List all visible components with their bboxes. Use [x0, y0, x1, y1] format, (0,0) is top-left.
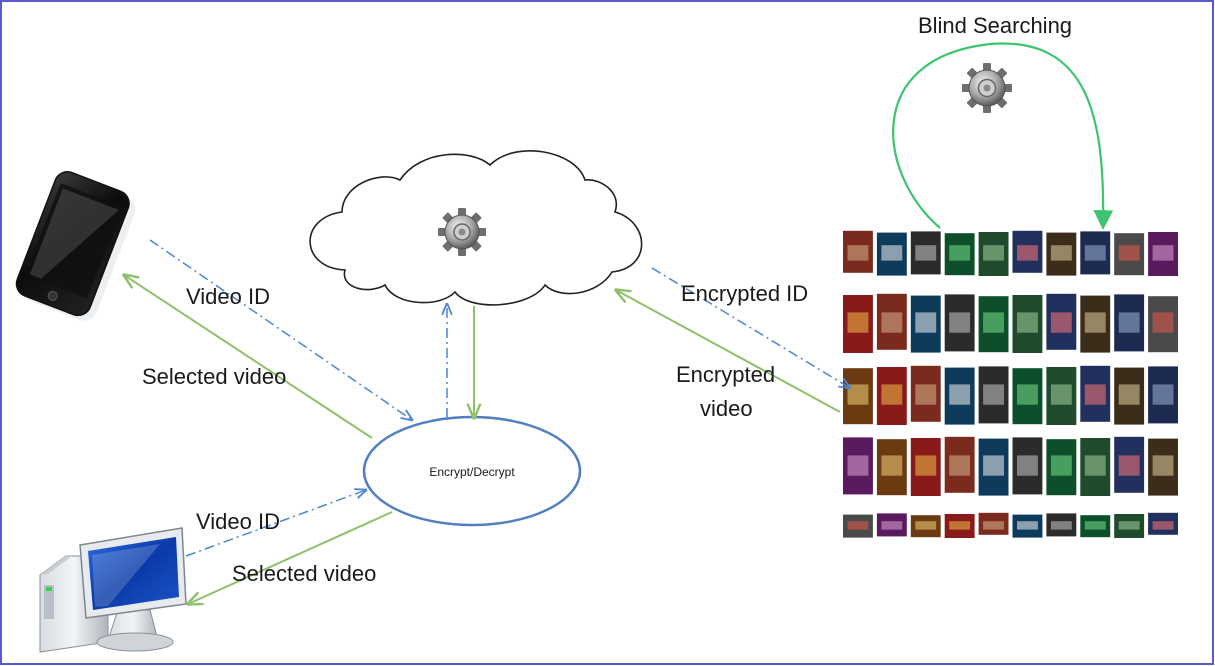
- video-poster-art: [983, 521, 1004, 530]
- video-poster-art: [1050, 384, 1072, 405]
- video-poster-art: [881, 384, 903, 405]
- video-poster-art: [847, 521, 869, 530]
- blind-search-arc: [892, 42, 1114, 230]
- encrypted-video-label-line2: video: [700, 396, 753, 421]
- selected-video-label-computer: Selected video: [232, 561, 376, 586]
- arrow-video-id-phone: [149, 239, 412, 420]
- gear-icon: [962, 63, 1012, 113]
- video-poster-art: [1118, 384, 1140, 405]
- video-poster-art: [1118, 455, 1140, 476]
- video-poster-art: [949, 384, 971, 405]
- blind-searching-label: Blind Searching: [918, 13, 1072, 38]
- video-poster-art: [915, 384, 937, 405]
- video-poster-art: [915, 455, 937, 476]
- video-poster-art: [1152, 455, 1174, 476]
- video-poster-art: [1152, 245, 1174, 261]
- desktop-computer-icon: [39, 527, 187, 653]
- arrow-encrypted-video: [616, 290, 841, 413]
- selected-video-label-phone: Selected video: [142, 364, 286, 389]
- video-poster-art: [847, 312, 869, 333]
- video-poster-art: [881, 455, 903, 476]
- video-poster-art: [847, 384, 869, 405]
- video-poster-art: [1084, 312, 1106, 333]
- encrypted-video-label-line1: Encrypted: [676, 362, 775, 387]
- video-poster-art: [847, 245, 869, 261]
- video-poster-art: [1084, 455, 1106, 476]
- arrow-video-id-computer: [185, 490, 366, 557]
- video-poster-art: [881, 521, 903, 530]
- gear-icon: [438, 208, 486, 256]
- video-id-label-computer: Video ID: [196, 509, 280, 534]
- video-poster-art: [983, 312, 1004, 333]
- video-poster-art: [847, 455, 869, 476]
- video-poster-art: [915, 521, 937, 530]
- video-poster-art: [1050, 455, 1072, 476]
- video-poster-art: [915, 245, 937, 261]
- video-poster-art: [1084, 245, 1106, 261]
- video-poster-art: [949, 312, 971, 333]
- video-poster-art: [1118, 245, 1140, 261]
- arrow-selected-video-computer: [188, 511, 393, 604]
- video-poster-art: [1017, 245, 1038, 261]
- video-poster-art: [1118, 521, 1140, 530]
- video-poster-art: [949, 245, 971, 261]
- video-poster-art: [1017, 384, 1038, 405]
- video-poster-art: [983, 455, 1004, 476]
- video-poster-art: [1152, 384, 1174, 405]
- video-poster-art: [949, 521, 971, 530]
- video-poster-art: [1017, 521, 1038, 530]
- video-id-label-phone: Video ID: [186, 284, 270, 309]
- video-poster-art: [1118, 312, 1140, 333]
- video-poster-art: [1050, 521, 1072, 530]
- video-poster-art: [1084, 521, 1106, 530]
- arrow-encrypted-id: [651, 267, 850, 388]
- smartphone-icon: [15, 171, 136, 321]
- video-poster-art: [1050, 245, 1072, 261]
- video-poster-art: [1084, 384, 1106, 405]
- video-poster-art: [881, 245, 903, 261]
- video-poster-art: [983, 384, 1004, 405]
- video-library: [843, 230, 1178, 538]
- video-poster-art: [881, 312, 903, 333]
- arrow-selected-video-phone: [124, 275, 373, 439]
- video-poster-art: [1050, 312, 1072, 333]
- video-poster-art: [1017, 455, 1038, 476]
- video-poster-art: [1152, 521, 1174, 530]
- encrypted-id-label: Encrypted ID: [681, 281, 808, 306]
- video-poster-art: [915, 312, 937, 333]
- encrypt-decrypt-label: Encrypt/Decrypt: [429, 465, 515, 479]
- video-poster-art: [949, 455, 971, 476]
- video-poster-art: [1017, 312, 1038, 333]
- video-poster-art: [983, 245, 1004, 261]
- video-poster-art: [1152, 312, 1174, 333]
